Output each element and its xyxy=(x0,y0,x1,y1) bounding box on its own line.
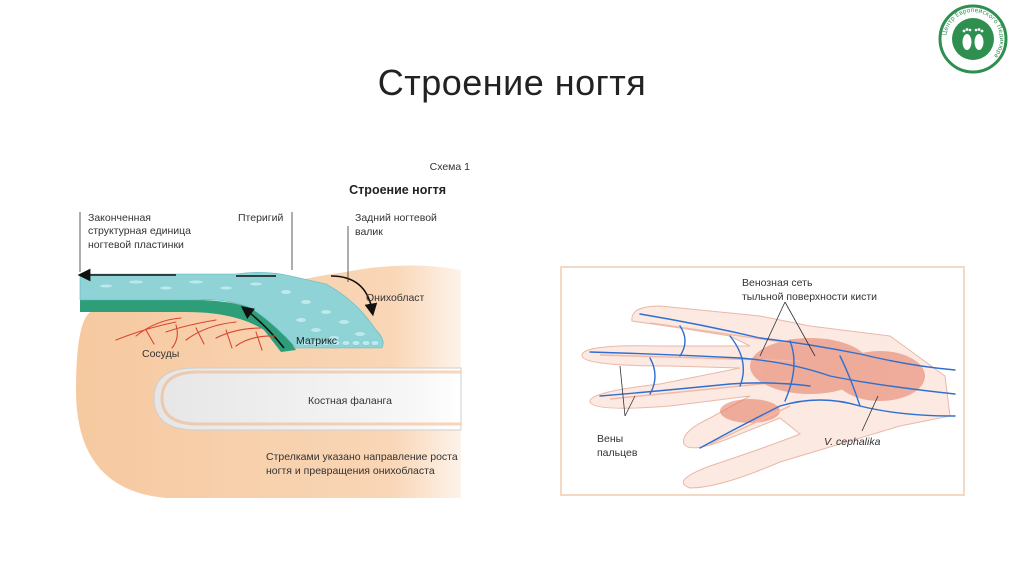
label-finished-unit-3: ногтевой пластинки xyxy=(88,239,184,251)
label-onychoblast: Онихобласт xyxy=(366,292,425,304)
bone-phalanx xyxy=(153,367,462,431)
logo: Центр Европейского Педикюра xyxy=(938,4,1008,74)
growth-arrows xyxy=(77,268,378,349)
label-vessels: Сосуды xyxy=(142,348,179,360)
veins xyxy=(589,313,956,449)
hand-veins-diagram: Венозная сеть тыльной поверхности кисти … xyxy=(560,266,965,496)
vessels xyxy=(115,317,277,351)
label-bone: Костная фаланга xyxy=(308,395,392,407)
footprints-icon xyxy=(962,28,984,50)
nail-plate-texture xyxy=(100,280,365,340)
nail-structure-diagram: Схема 1 Строение ногтя Законченная струк… xyxy=(76,161,471,498)
scheme-heading: Строение ногтя xyxy=(349,183,446,197)
leader-lines xyxy=(79,212,349,282)
label-arrows-note-1: Стрелками указано направление роста xyxy=(266,451,458,463)
label-finger-veins-1: Вены xyxy=(597,433,623,445)
label-pterygium: Птеригий xyxy=(238,212,283,224)
label-back-fold-1: Задний ногтевой xyxy=(355,212,437,224)
hand-leader-lines xyxy=(619,301,879,432)
nail-plate xyxy=(79,272,384,349)
label-finished-unit-2: структурная единица xyxy=(88,225,191,237)
slide-title: Строение ногтя xyxy=(377,62,647,103)
matrix-cells xyxy=(301,340,380,346)
label-finger-veins-2: пальцев xyxy=(597,447,638,459)
label-finished-unit-1: Законченная xyxy=(88,212,151,224)
label-cephalic: V. cephalika xyxy=(824,436,881,448)
label-venous-network-1: Венозная сеть xyxy=(742,277,813,289)
scheme-number: Схема 1 xyxy=(430,161,471,173)
label-matrix: Матрикс xyxy=(296,335,337,347)
tendons xyxy=(599,322,811,445)
label-back-fold-2: валик xyxy=(355,226,383,238)
label-venous-network-2: тыльной поверхности кисти xyxy=(742,291,877,303)
label-arrows-note-2: ногтя и превращения онихобласта xyxy=(266,465,435,477)
logo-core xyxy=(952,18,994,60)
